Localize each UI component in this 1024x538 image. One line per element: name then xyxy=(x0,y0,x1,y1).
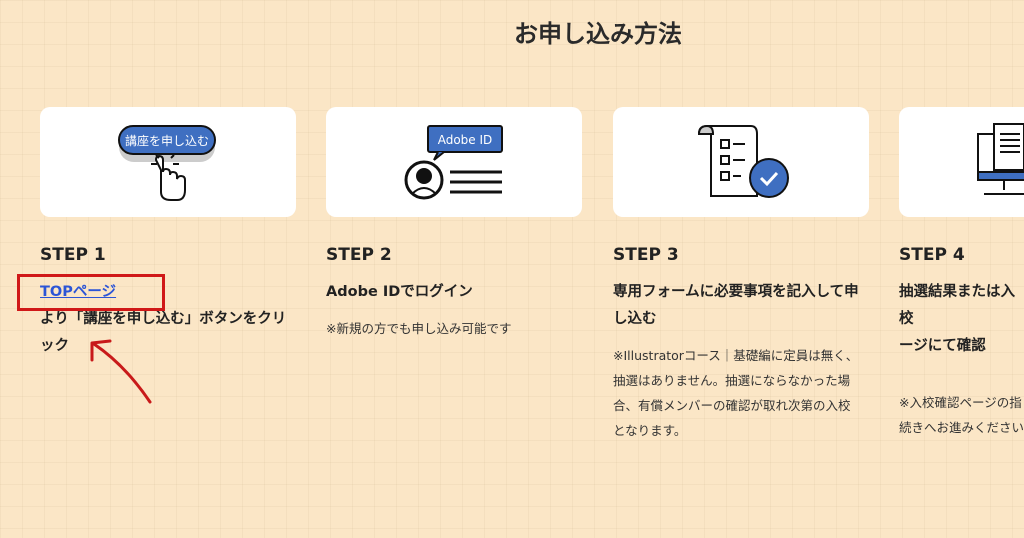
step-main-text: し込む xyxy=(613,311,657,327)
annotation-arrow-icon xyxy=(90,339,152,404)
highlight-box xyxy=(17,274,165,311)
step-note: ※入校確認ページの指 続きへお進みください xyxy=(899,390,1024,440)
step-main-text: より「講座を申し込む」ボタンをクリ xyxy=(40,311,287,327)
step-note-text: となります。 xyxy=(613,423,687,438)
step-label: STEP 4 xyxy=(899,245,965,265)
step-label: STEP 1 xyxy=(40,245,106,265)
step-3: STEP 3 専用フォームに必要事項を記入して申 し込む ※Illustrato… xyxy=(613,107,869,443)
step-note-text: 合、有償メンバーの確認が取れ次第の入校 xyxy=(613,398,851,413)
top-page-link[interactable]: TOPページ xyxy=(40,284,117,300)
click-button-icon: 講座を申し込む xyxy=(118,125,216,201)
step-4: STEP 4 抽選結果または入校 ージにて確認 ※入校確認ページの指 続きへお進… xyxy=(899,107,1024,440)
step-2-card: Adobe ID xyxy=(326,107,582,217)
step-2: Adobe ID STEP 2 Adobe IDでログイン ※新規の方でも申し込… xyxy=(326,107,582,341)
step-4-card xyxy=(899,107,1024,217)
step-label: STEP 3 xyxy=(613,245,679,265)
step-note-text: 抽選はありません。抽選にならなかった場 xyxy=(613,373,851,388)
monitor-document-icon xyxy=(977,123,1024,195)
adobe-id-badge: Adobe ID xyxy=(438,133,493,147)
step-note-text: 続きへお進みください xyxy=(899,420,1024,435)
step-note-text: ※入校確認ページの指 xyxy=(899,395,1022,410)
step-1-card: 講座を申し込む xyxy=(40,107,296,217)
step-note-text: ※Illustratorコース｜基礎編に定員は無く、 xyxy=(613,348,859,363)
step-main-text: ック xyxy=(40,338,69,354)
checklist-form-icon xyxy=(697,124,789,198)
step-1: 講座を申し込む STEP 1 TOPページ より「講座を申し込む」ボタンをクリ … xyxy=(40,107,296,360)
step-3-card xyxy=(613,107,869,217)
page-title: お申し込み方法 xyxy=(514,20,682,48)
step-main-text: 抽選結果または入校 xyxy=(899,284,1015,327)
step-main-text: Adobe IDでログイン xyxy=(326,284,473,300)
adobe-id-login-icon: Adobe ID xyxy=(404,125,503,200)
step-main-text: 専用フォームに必要事項を記入して申 xyxy=(613,284,859,300)
apply-button-text: 講座を申し込む xyxy=(125,133,209,148)
step-note-text: ※新規の方でも申し込み可能です xyxy=(326,321,512,336)
step-note: ※Illustratorコース｜基礎編に定員は無く、 抽選はありません。抽選にな… xyxy=(613,343,869,443)
step-note: ※新規の方でも申し込み可能です xyxy=(326,316,582,341)
step-main-text: ージにて確認 xyxy=(899,338,986,354)
step-label: STEP 2 xyxy=(326,245,392,265)
